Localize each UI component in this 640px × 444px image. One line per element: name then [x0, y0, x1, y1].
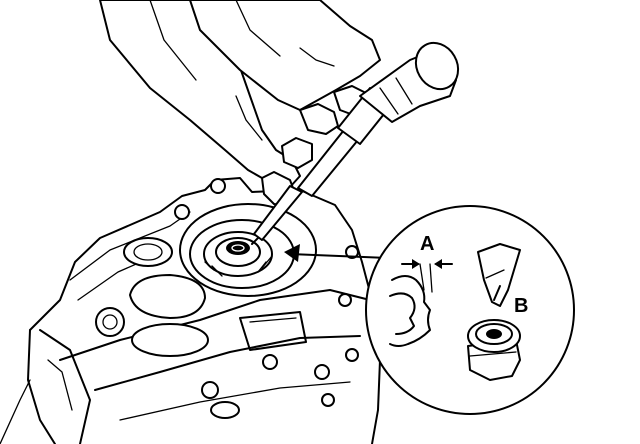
hand-with-hammer: [189, 0, 460, 197]
callout-label-a: A: [420, 233, 434, 255]
detail-inset: [365, 205, 575, 415]
hand-with-chisel: [99, 0, 313, 245]
transmission-case: [0, 177, 381, 444]
pointer-arrow: [284, 244, 389, 262]
callout-label-b: B: [514, 295, 528, 317]
